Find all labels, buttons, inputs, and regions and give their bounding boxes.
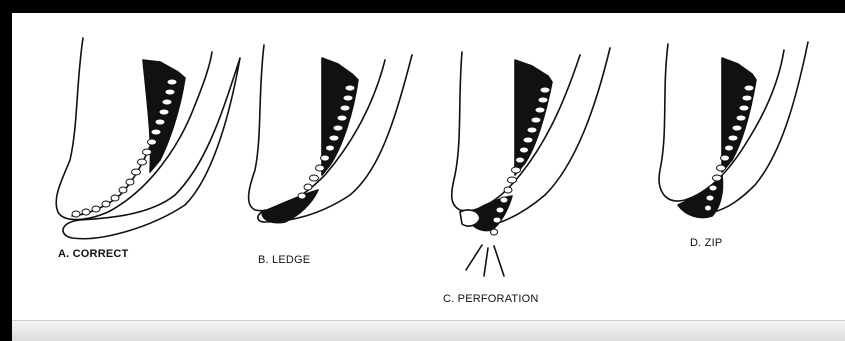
label-b-ledge: B. LEDGE: [258, 254, 310, 266]
label-d-zip: D. ZIP: [690, 237, 722, 249]
label-a-correct: A. CORRECT: [58, 248, 128, 260]
label-c-perforation: C. PERFORATION: [443, 293, 539, 305]
tooth-b-ledge: [249, 45, 412, 223]
zip-d: [678, 176, 723, 218]
ledge-b: [262, 190, 318, 223]
tooth-d-zip: [659, 42, 808, 218]
root-b-outer: [249, 45, 385, 211]
tooth-a-correct: [56, 38, 240, 239]
perf-c-pointer-3: [494, 246, 504, 276]
tooth-c-tip: [460, 210, 480, 226]
perf-c-pointer-1: [466, 245, 482, 270]
tooth-c-perforation: [452, 48, 610, 276]
perf-c-pointer-2: [484, 248, 488, 276]
root-a-outer: [56, 38, 212, 220]
